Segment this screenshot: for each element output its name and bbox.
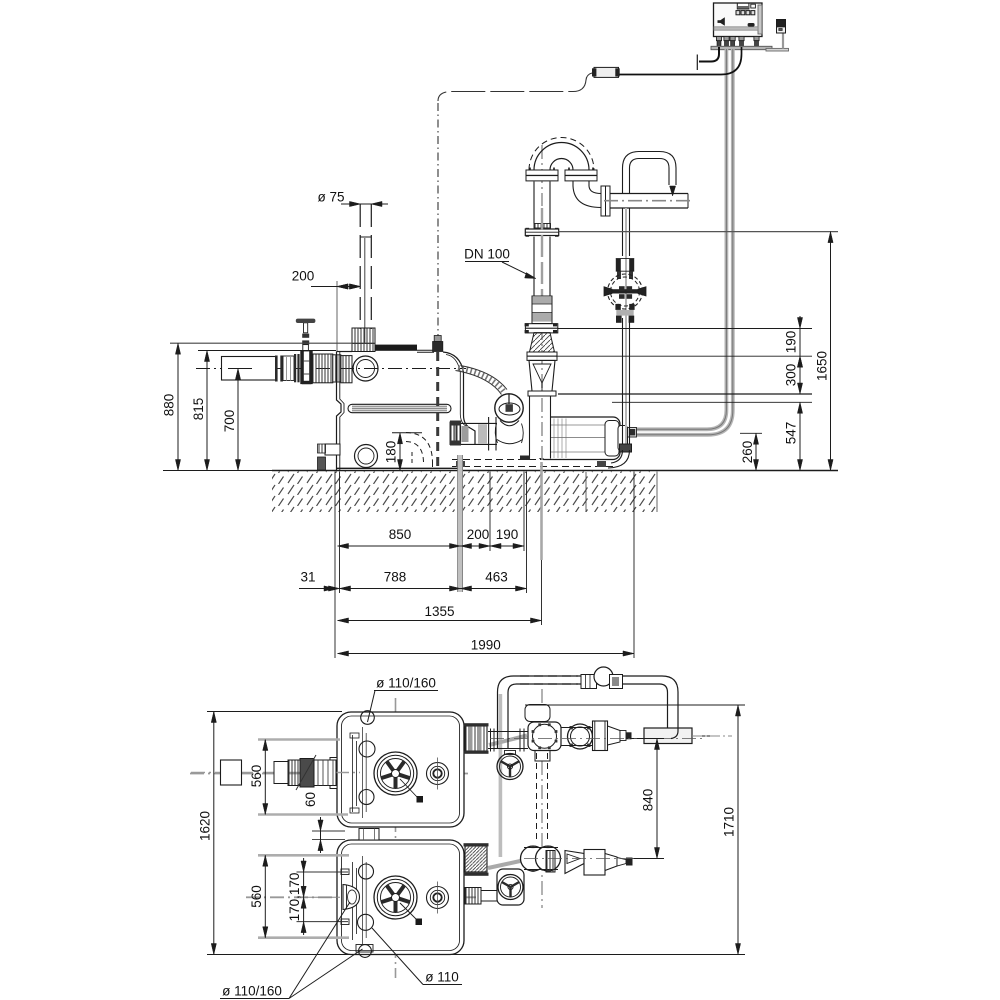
svg-text:560: 560	[249, 885, 264, 908]
svg-text:ø 75: ø 75	[317, 190, 344, 205]
svg-text:190: 190	[496, 527, 519, 542]
svg-text:1990: 1990	[471, 638, 501, 653]
svg-text:815: 815	[191, 398, 206, 421]
svg-text:880: 880	[162, 394, 177, 417]
svg-text:463: 463	[485, 570, 508, 585]
svg-text:200: 200	[292, 269, 315, 284]
svg-text:700: 700	[222, 410, 237, 433]
svg-text:560: 560	[249, 765, 264, 788]
svg-text:850: 850	[389, 527, 412, 542]
svg-text:840: 840	[641, 789, 656, 812]
svg-text:788: 788	[384, 570, 407, 585]
svg-text:1710: 1710	[722, 807, 737, 837]
svg-text:1355: 1355	[424, 604, 454, 619]
svg-text:60: 60	[303, 792, 318, 807]
svg-text:ø 110: ø 110	[425, 970, 459, 985]
svg-text:200: 200	[467, 527, 490, 542]
svg-text:ø 110/160: ø 110/160	[376, 676, 436, 691]
svg-text:1650: 1650	[815, 351, 830, 381]
svg-text:31: 31	[300, 570, 315, 585]
svg-text:547: 547	[784, 422, 799, 445]
svg-text:180: 180	[384, 441, 399, 464]
svg-text:190: 190	[784, 331, 799, 354]
svg-text:300: 300	[784, 364, 799, 387]
svg-text:1620: 1620	[198, 811, 213, 841]
svg-text:DN 100: DN 100	[464, 247, 510, 262]
svg-text:ø 110/160: ø 110/160	[222, 984, 282, 999]
svg-text:170,170: 170,170	[287, 873, 302, 922]
svg-text:260: 260	[740, 441, 755, 464]
